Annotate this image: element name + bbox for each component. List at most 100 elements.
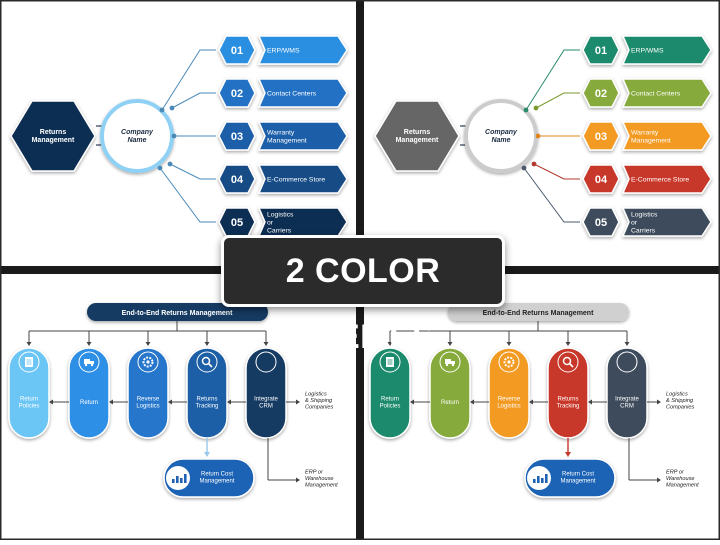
flow-arrow-head <box>470 399 474 405</box>
icon-ring <box>439 351 461 373</box>
truck-cab <box>90 361 94 364</box>
connector-dot <box>521 165 527 171</box>
tracking-arrow-head <box>565 452 571 457</box>
magnifier-handle <box>568 362 574 368</box>
flow-arrow-head <box>109 399 113 405</box>
process-pill <box>429 347 471 439</box>
connector-line <box>525 49 580 111</box>
process-pill <box>547 347 589 439</box>
bar <box>537 476 540 483</box>
connector-line <box>169 163 216 180</box>
bar <box>545 474 548 483</box>
hexagon <box>10 100 96 172</box>
delivery-truck-icon <box>445 359 455 367</box>
gear-teeth <box>142 356 154 368</box>
process-pill <box>369 347 411 439</box>
item-label-shape <box>257 78 348 108</box>
item-label-shape <box>257 35 348 65</box>
item-number-badge <box>218 121 256 151</box>
truck-body <box>84 359 90 364</box>
connector-dot <box>159 107 165 113</box>
tree-arrow-head <box>263 342 269 346</box>
title-bar-label: End-to-End Returns Management <box>483 310 595 317</box>
tree-arrow-head <box>447 342 453 346</box>
document-icon <box>25 357 33 367</box>
icon-ring <box>616 351 638 373</box>
pill-label: Return <box>80 400 98 406</box>
process-pill <box>68 347 110 439</box>
connector-dot <box>169 105 175 111</box>
icon-ring <box>18 351 40 373</box>
truck-wheel <box>90 363 94 367</box>
connector-dot <box>171 133 177 139</box>
connector-dot <box>157 165 163 171</box>
flow-arrow-head <box>588 399 592 405</box>
connector-line <box>161 49 216 111</box>
gear-icon <box>503 356 515 368</box>
icon-ring <box>557 351 579 373</box>
bar <box>541 478 544 483</box>
item-number: 04 <box>231 174 244 186</box>
icon-ring <box>379 351 401 373</box>
item-label-shape <box>257 164 348 194</box>
flow-arrow-head <box>657 477 661 483</box>
process-pill <box>8 347 50 439</box>
item-label: ERP/WMS <box>267 48 300 55</box>
gear-hub <box>146 360 150 364</box>
magnifier-lens <box>201 356 211 366</box>
magnifier-icon <box>562 356 574 368</box>
flow-arrow-head <box>410 399 414 405</box>
hexagon <box>374 100 460 172</box>
item-number-badge <box>218 164 256 194</box>
cost-box <box>524 458 616 498</box>
tree-arrow-head <box>506 342 512 346</box>
pill-label: Return <box>441 400 459 406</box>
document-icon <box>386 357 394 367</box>
flow-arrow-head <box>227 399 231 405</box>
truck-cab <box>451 361 455 364</box>
item-number-badge <box>582 121 620 151</box>
process-pill <box>127 347 169 439</box>
bar <box>176 476 179 483</box>
flow-arrow-head <box>168 399 172 405</box>
item-number-badge <box>582 207 620 237</box>
icon-ring <box>498 351 520 373</box>
item-label: ERP/WMS <box>631 48 664 55</box>
connector-dot <box>531 161 537 167</box>
connector-line <box>171 92 216 109</box>
item-label-shape <box>257 121 348 151</box>
item-number: 02 <box>595 88 607 100</box>
item-label-shape <box>621 207 712 237</box>
connector-dot <box>533 105 539 111</box>
gear-icon <box>142 356 154 368</box>
item-label-shape <box>621 164 712 194</box>
item-label: E-Commerce Store <box>267 177 325 184</box>
tree-arrow-head <box>26 342 32 346</box>
item-number: 05 <box>595 217 607 229</box>
gear-teeth <box>503 356 515 368</box>
icon-ring <box>196 351 218 373</box>
title-bar <box>448 303 629 321</box>
tracking-arrow-head <box>204 452 210 457</box>
truck-wheel <box>451 363 455 367</box>
flow-arrow-head <box>529 399 533 405</box>
flow-arrow-head <box>657 399 661 405</box>
item-number: 03 <box>231 131 243 143</box>
